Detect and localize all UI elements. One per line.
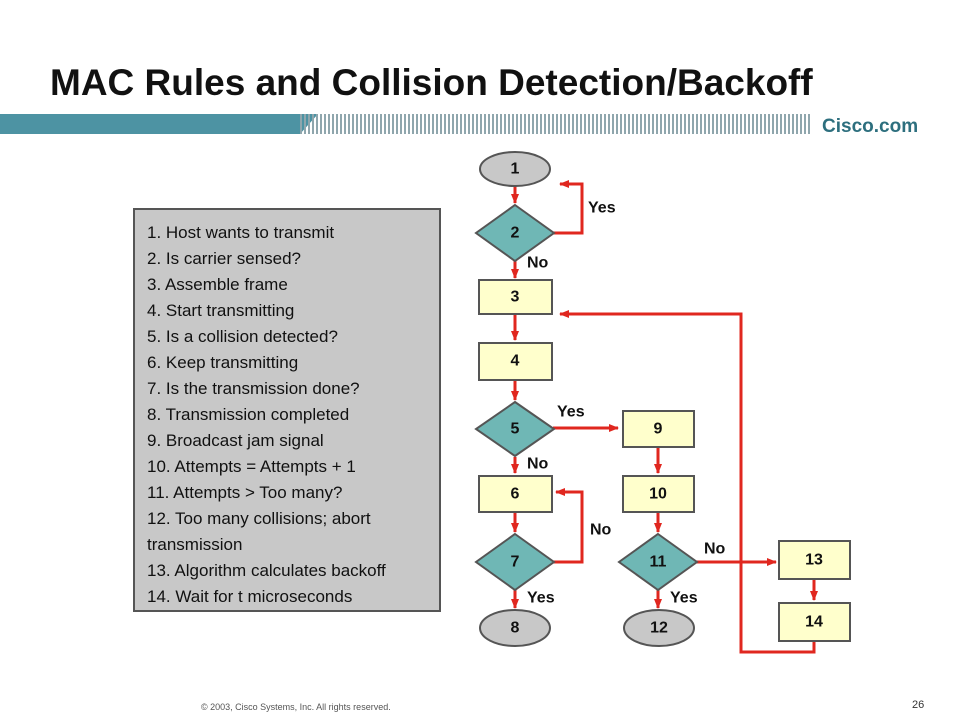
step-item: 6. Keep transmitting xyxy=(147,353,299,372)
node-7-diamond xyxy=(474,532,556,592)
step-item: 10. Attempts = Attempts + 1 xyxy=(147,457,356,476)
node-1-label: 1 xyxy=(511,161,520,178)
step-item: 5. Is a collision detected? xyxy=(147,327,338,346)
step-item: 11. Attempts > Too many? xyxy=(147,483,343,502)
step-item: transmission xyxy=(147,535,243,554)
node-5-diamond xyxy=(474,400,556,458)
edge-label-11-no: No xyxy=(704,541,726,558)
step-item: 4. Start transmitting xyxy=(147,301,295,320)
step-item: 2. Is carrier sensed? xyxy=(147,249,302,268)
node-7-label: 7 xyxy=(511,554,520,571)
steps-legend-panel: 1. Host wants to transmit 2. Is carrier … xyxy=(133,208,441,612)
edge-label-5-no: No xyxy=(527,456,549,473)
node-9-box xyxy=(622,410,695,448)
edge-14-back-to-3 xyxy=(559,310,816,654)
node-8-oval xyxy=(479,609,551,647)
step-item: 9. Broadcast jam signal xyxy=(147,431,324,450)
node-12-label: 12 xyxy=(650,620,668,637)
node-10-label: 10 xyxy=(649,486,667,503)
node-3-label: 3 xyxy=(511,289,520,306)
edge-2-yes-loop xyxy=(552,180,584,235)
step-item: 12. Too many collisions; abort xyxy=(147,509,371,528)
edge-label-7-yes: Yes xyxy=(527,590,555,607)
step-item: 8. Transmission completed xyxy=(147,405,350,424)
node-2-label: 2 xyxy=(511,225,520,242)
copyright-notice: © 2003, Cisco Systems, Inc. All rights r… xyxy=(201,702,391,712)
node-4-box xyxy=(478,342,553,381)
cisco-logo: Cisco.com xyxy=(822,116,919,137)
step-item: 13. Algorithm calculates backoff xyxy=(147,561,386,580)
edge-label-2-yes: Yes xyxy=(588,200,616,217)
node-6-box xyxy=(478,475,553,513)
node-13-box xyxy=(778,540,851,580)
step-item: 14. Wait for t microseconds xyxy=(147,587,353,606)
edge-label-5-yes: Yes xyxy=(557,404,585,421)
node-11-label: 11 xyxy=(650,554,667,571)
step-item: 7. Is the transmission done? xyxy=(147,379,360,398)
banner-striped-bar xyxy=(300,114,810,134)
node-4-label: 4 xyxy=(511,353,520,370)
node-14-box xyxy=(778,602,851,642)
node-8-label: 8 xyxy=(511,620,520,637)
node-14-label: 14 xyxy=(805,614,823,631)
csma-cd-flowchart: 1 2 3 4 5 6 7 8 9 10 11 12 13 14 Yes No … xyxy=(474,151,851,654)
node-5-label: 5 xyxy=(511,421,520,438)
edge-label-11-yes: Yes xyxy=(670,590,698,607)
node-12-oval xyxy=(623,609,695,647)
node-2-diamond xyxy=(474,203,556,263)
node-6-label: 6 xyxy=(511,486,520,503)
slide-title: MAC Rules and Collision Detection/Backof… xyxy=(50,62,813,103)
node-3-box xyxy=(478,279,553,315)
page-number: 26 xyxy=(912,699,925,711)
node-11-diamond xyxy=(617,532,699,592)
edge-label-2-no: No xyxy=(527,255,549,272)
banner-teal-bar xyxy=(0,114,300,134)
edge-7-no-loop xyxy=(552,488,584,564)
step-item: 3. Assemble frame xyxy=(147,275,288,294)
node-1-oval xyxy=(479,151,551,187)
node-9-label: 9 xyxy=(654,421,663,438)
edge-label-7-no: No xyxy=(590,522,612,539)
header-banner xyxy=(0,114,810,134)
node-13-label: 13 xyxy=(805,552,823,569)
node-10-box xyxy=(622,475,695,513)
step-item: 1. Host wants to transmit xyxy=(147,223,335,242)
